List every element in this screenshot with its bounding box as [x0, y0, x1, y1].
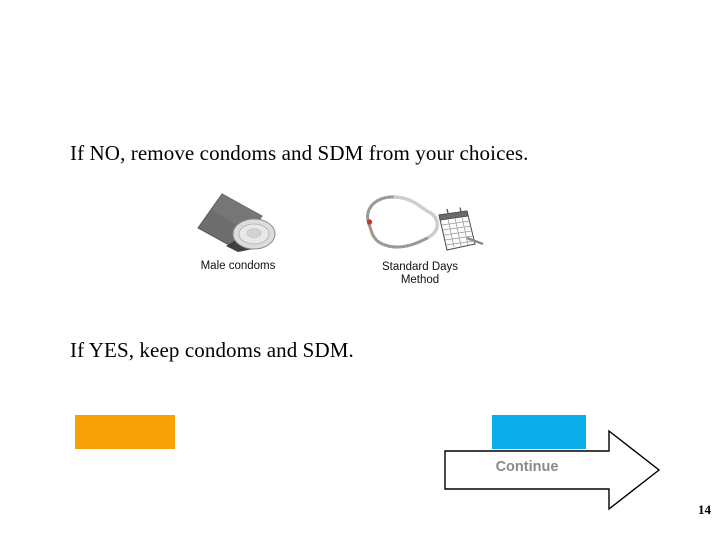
page-number: 14: [698, 502, 711, 517]
condom-packet-icon: [163, 190, 313, 258]
method-male-condoms: Male condoms: [163, 190, 313, 273]
orange-swatch: [75, 415, 175, 449]
method-illustration-row: Male condoms: [0, 190, 720, 449]
cyclebeads-calendar-icon: [345, 190, 495, 258]
method-caption-standard-days: Standard Days Method: [381, 261, 459, 286]
statement-yes-branch: If YES, keep condoms and SDM.: [70, 338, 354, 362]
blue-swatch: [492, 415, 586, 449]
statement-no-branch: If NO, remove condoms and SDM from your …: [70, 141, 529, 165]
right-arrow-icon: [444, 429, 661, 511]
continue-button[interactable]: Continue: [443, 429, 661, 511]
method-caption-male-condoms: Male condoms: [200, 260, 276, 272]
method-standard-days: Standard Days Method: [345, 190, 495, 287]
